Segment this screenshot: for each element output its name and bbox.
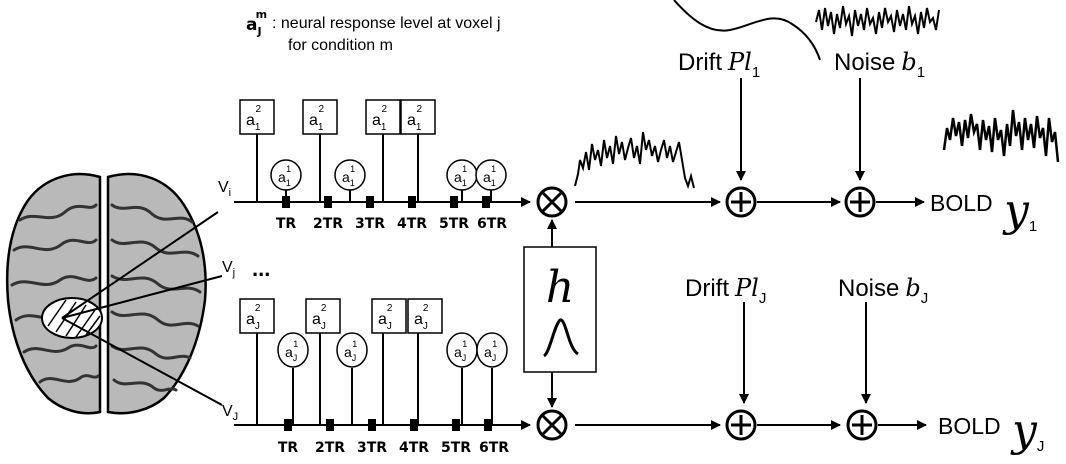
multiply-icon	[536, 409, 568, 441]
hrf-symbol: h	[546, 262, 574, 313]
legend-line-2: for condition m	[288, 37, 393, 54]
box-label: a12	[372, 104, 387, 133]
timeline-bottom: TR 2TR 3TR 4TR 5TR 6TR aJ2 aJ2 aJ2 aJ2 a…	[234, 298, 531, 456]
tick-label: 4TR	[399, 440, 429, 456]
voxel-label-vj: Vj	[222, 259, 235, 279]
noise-trace-top	[815, 5, 940, 37]
brain-illustration	[5, 172, 207, 415]
bold-output-trace-top	[942, 109, 1060, 163]
circle-label: aJ1	[484, 339, 497, 363]
tick-label: 6TR	[479, 440, 509, 456]
drift-curve-trace	[673, 0, 821, 61]
circle-label: a11	[483, 164, 496, 188]
circle-label: aJ1	[454, 339, 467, 363]
circle-label: aJ1	[285, 339, 298, 363]
box-label: aJ2	[246, 303, 261, 332]
circle-label: aJ1	[344, 339, 357, 363]
tick-label: 2TR	[315, 440, 345, 456]
legend: aJm : neural response level at voxel j f…	[246, 8, 501, 54]
plus-circle-icon	[846, 409, 878, 441]
convolved-signal-trace	[574, 131, 695, 190]
tick-label: 6TR	[477, 216, 507, 232]
bold-label-bottom: BOLD	[938, 413, 1001, 439]
circle-label: a11	[454, 164, 467, 188]
tick-label: 3TR	[355, 216, 385, 232]
box-label: a12	[407, 104, 422, 133]
legend-symbol: aJm	[246, 8, 267, 38]
voxel-ellipsis: ...	[252, 256, 270, 281]
tick-label: TR	[278, 440, 299, 456]
plus-circle-icon	[725, 409, 757, 441]
multiply-icon	[536, 186, 568, 218]
hrf-box: h	[523, 219, 597, 408]
circle-label: a11	[278, 164, 291, 188]
voxel-label-vJ: VJ	[222, 403, 238, 423]
plus-circle-icon	[844, 186, 876, 218]
bold-label-top: BOLD	[930, 190, 993, 216]
timeline-top: TR 2TR 3TR 4TR 5TR 6TR a12 a12 a12 a12 a…	[234, 99, 531, 232]
box-label: a12	[309, 104, 324, 133]
tick-label: 5TR	[439, 216, 469, 232]
circle-label: a11	[342, 164, 355, 188]
tick-label: TR	[276, 216, 297, 232]
voxel-label-vi: Vi	[218, 179, 231, 199]
legend-line-1: : neural response level at voxel j	[272, 15, 501, 32]
box-label: a12	[246, 104, 261, 133]
tick-label: 4TR	[397, 216, 427, 232]
tick-label: 2TR	[313, 216, 343, 232]
plus-circle-icon	[725, 186, 757, 218]
box-label: aJ2	[312, 303, 327, 332]
box-label: aJ2	[378, 303, 393, 332]
voxel-connectors	[61, 211, 223, 406]
hrf-curve-icon	[542, 318, 580, 358]
output-y-bottom: yJ	[1010, 405, 1044, 456]
box-label: aJ2	[414, 303, 429, 332]
tick-label: 3TR	[357, 440, 387, 456]
output-y-top: y1	[1002, 185, 1037, 236]
tick-label: 5TR	[441, 440, 471, 456]
